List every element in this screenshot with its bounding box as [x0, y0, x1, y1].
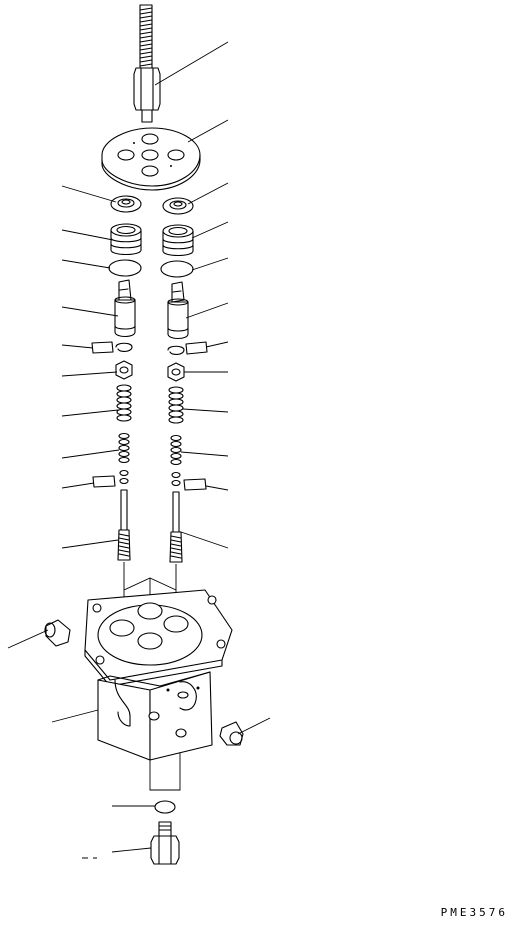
adjusting-screw [133, 4, 161, 123]
right-bushing [162, 224, 194, 257]
left-plug [44, 619, 71, 647]
right-spring-seat [167, 341, 208, 355]
left-spring-seat [91, 341, 133, 354]
right-washer [171, 471, 207, 491]
left-outer-spring [116, 384, 132, 422]
bottom-bolt [150, 821, 180, 865]
valve-body [84, 589, 233, 761]
right-piston [167, 281, 189, 340]
right-plug [219, 721, 244, 746]
retainer-plate [101, 127, 201, 191]
left-piston [114, 279, 136, 338]
bottom-o-ring [154, 800, 176, 814]
left-inner-spring [118, 432, 130, 464]
left-o-ring [108, 259, 142, 277]
left-seal [110, 195, 142, 213]
right-outer-spring [168, 386, 184, 424]
left-nut [115, 360, 133, 380]
right-spool [169, 491, 183, 563]
right-seal [162, 197, 194, 215]
right-nut [167, 362, 185, 382]
drawing-code: PME3576 [440, 906, 508, 919]
right-inner-spring [170, 434, 182, 466]
right-o-ring [160, 260, 194, 278]
left-bushing [110, 223, 142, 256]
left-washer [92, 469, 129, 488]
left-spool [117, 489, 131, 561]
leader-lines [7, 41, 271, 859]
